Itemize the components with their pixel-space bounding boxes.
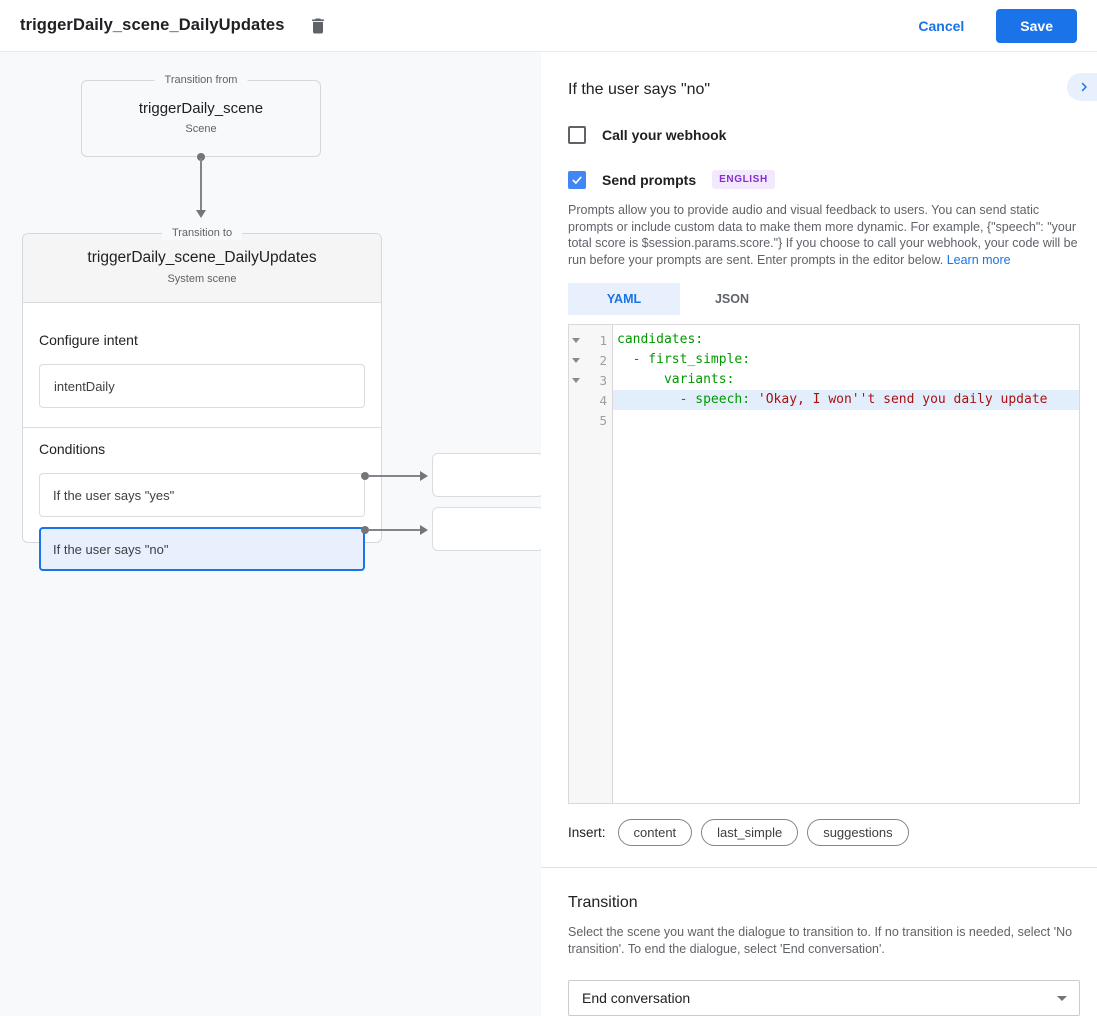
connector-line (368, 529, 420, 531)
gutter-cell: 1 (569, 330, 612, 350)
panel-title: If the user says "no" (568, 81, 711, 98)
save-button[interactable]: Save (996, 8, 1077, 43)
condition-row[interactable]: If the user says "no" (39, 527, 365, 571)
panel-divider (541, 867, 1097, 868)
condition-row[interactable]: If the user says "yes" (39, 473, 365, 517)
call-webhook-checkbox[interactable] (568, 126, 586, 144)
connector-dot (361, 526, 369, 534)
line-number: 2 (599, 352, 607, 368)
insert-chip-content[interactable]: content (617, 819, 693, 846)
tab-json[interactable]: JSON (714, 292, 750, 306)
connector-line (200, 158, 202, 210)
send-prompts-checkbox[interactable] (568, 170, 586, 189)
code-line[interactable] (613, 410, 1079, 430)
flow-canvas: Transition from triggerDaily_scene Scene… (0, 52, 544, 1016)
check-icon (572, 176, 582, 184)
transition-to-card: Transition to triggerDaily_scene_DailyUp… (22, 226, 382, 571)
collapse-panel-button[interactable] (1067, 73, 1097, 101)
configure-intent-heading: Configure intent (39, 332, 138, 348)
tab-yaml[interactable]: YAML (568, 283, 680, 315)
line-number: 1 (599, 332, 607, 348)
code-segment-string: 'Okay, I won''t send you daily update (757, 392, 1048, 407)
code-line[interactable]: - speech: 'Okay, I won''t send you daily… (613, 390, 1079, 410)
cancel-button[interactable]: Cancel (918, 17, 965, 34)
code-line[interactable]: candidates: (613, 330, 1079, 350)
details-panel: If the user says "no" Call your webhook … (541, 52, 1097, 1016)
app-bar: triggerDaily_scene_DailyUpdates Cancel S… (0, 0, 1097, 52)
to-node-subtitle: System scene (167, 273, 237, 285)
conditions-list: If the user says "yes" If the user says "… (39, 473, 365, 571)
code-segment-key: variants: (617, 372, 735, 387)
learn-more-link[interactable]: Learn more (946, 252, 1011, 267)
insert-label: Insert: (568, 825, 606, 840)
to-node-title: triggerDaily_scene_DailyUpdates (87, 249, 317, 266)
transition-select[interactable]: End conversation (568, 980, 1080, 1016)
line-number: 4 (599, 392, 607, 408)
insert-chip-last_simple[interactable]: last_simple (701, 819, 799, 846)
insert-row: Insert: content last_simple suggestions (568, 819, 1080, 846)
transition-from-node[interactable]: Transition from triggerDaily_scene Scene (81, 73, 321, 157)
gutter-cell: 4 (569, 390, 612, 410)
transition-from-label: Transition from (154, 73, 248, 87)
line-number: 5 (599, 412, 607, 428)
code-line[interactable]: variants: (613, 370, 1079, 390)
condition-label: If the user says "yes" (53, 487, 175, 503)
code-segment-key: - first_simple: (617, 352, 751, 367)
page-title: triggerDaily_scene_DailyUpdates (20, 16, 285, 34)
to-card-header: triggerDaily_scene_DailyUpdates System s… (23, 234, 381, 303)
chevron-right-icon (1081, 82, 1087, 92)
insert-chip-suggestions[interactable]: suggestions (807, 819, 909, 846)
editor-gutter: 1 2 3 4 5 (569, 325, 613, 803)
conditions-heading: Conditions (39, 441, 106, 457)
gutter-cell: 2 (569, 350, 612, 370)
fold-caret-icon[interactable] (569, 358, 583, 363)
call-webhook-label: Call your webhook (602, 127, 727, 143)
condition-target-box[interactable] (432, 453, 544, 497)
code-segment-key: candidates: (617, 332, 704, 347)
intent-field[interactable]: intentDaily (39, 364, 365, 408)
connector-line (368, 475, 420, 477)
transition-heading: Transition (568, 894, 638, 911)
gutter-cell: 5 (569, 410, 612, 430)
editor-code[interactable]: candidates: - first_simple: variants: - … (613, 325, 1079, 803)
fold-caret-icon[interactable] (569, 338, 583, 343)
prompts-description: Prompts allow you to provide audio and v… (568, 202, 1080, 268)
connector-arrowhead-icon (420, 525, 428, 535)
code-segment-key: - speech: (617, 392, 758, 407)
send-prompts-label: Send prompts (602, 171, 697, 188)
code-editor[interactable]: 1 2 3 4 5 candidates: - first_simple: varian… (568, 324, 1080, 804)
intent-value: intentDaily (54, 378, 115, 394)
language-badge: ENGLISH (712, 170, 775, 189)
condition-target-box[interactable] (432, 507, 544, 551)
editor-tabs: YAML JSON (568, 283, 1080, 315)
card-divider (23, 427, 381, 428)
fold-caret-icon[interactable] (569, 378, 583, 383)
prompts-description-text: Prompts allow you to provide audio and v… (568, 203, 1078, 267)
connector-arrowhead-icon (420, 471, 428, 481)
caret-down-icon (1057, 995, 1067, 1001)
transition-to-label: Transition to (161, 226, 243, 240)
connector-dot (361, 472, 369, 480)
line-number: 3 (599, 372, 607, 388)
trash-icon[interactable] (308, 16, 328, 36)
transition-select-value: End conversation (582, 990, 691, 1006)
transition-description: Select the scene you want the dialogue t… (568, 925, 1073, 956)
connector-dot (197, 153, 205, 161)
code-line[interactable]: - first_simple: (613, 350, 1079, 370)
gutter-cell: 3 (569, 370, 612, 390)
condition-label: If the user says "no" (53, 541, 169, 557)
connector-arrowhead-icon (196, 210, 206, 218)
from-node-title: triggerDaily_scene (138, 100, 264, 117)
from-node-subtitle: Scene (185, 123, 217, 135)
